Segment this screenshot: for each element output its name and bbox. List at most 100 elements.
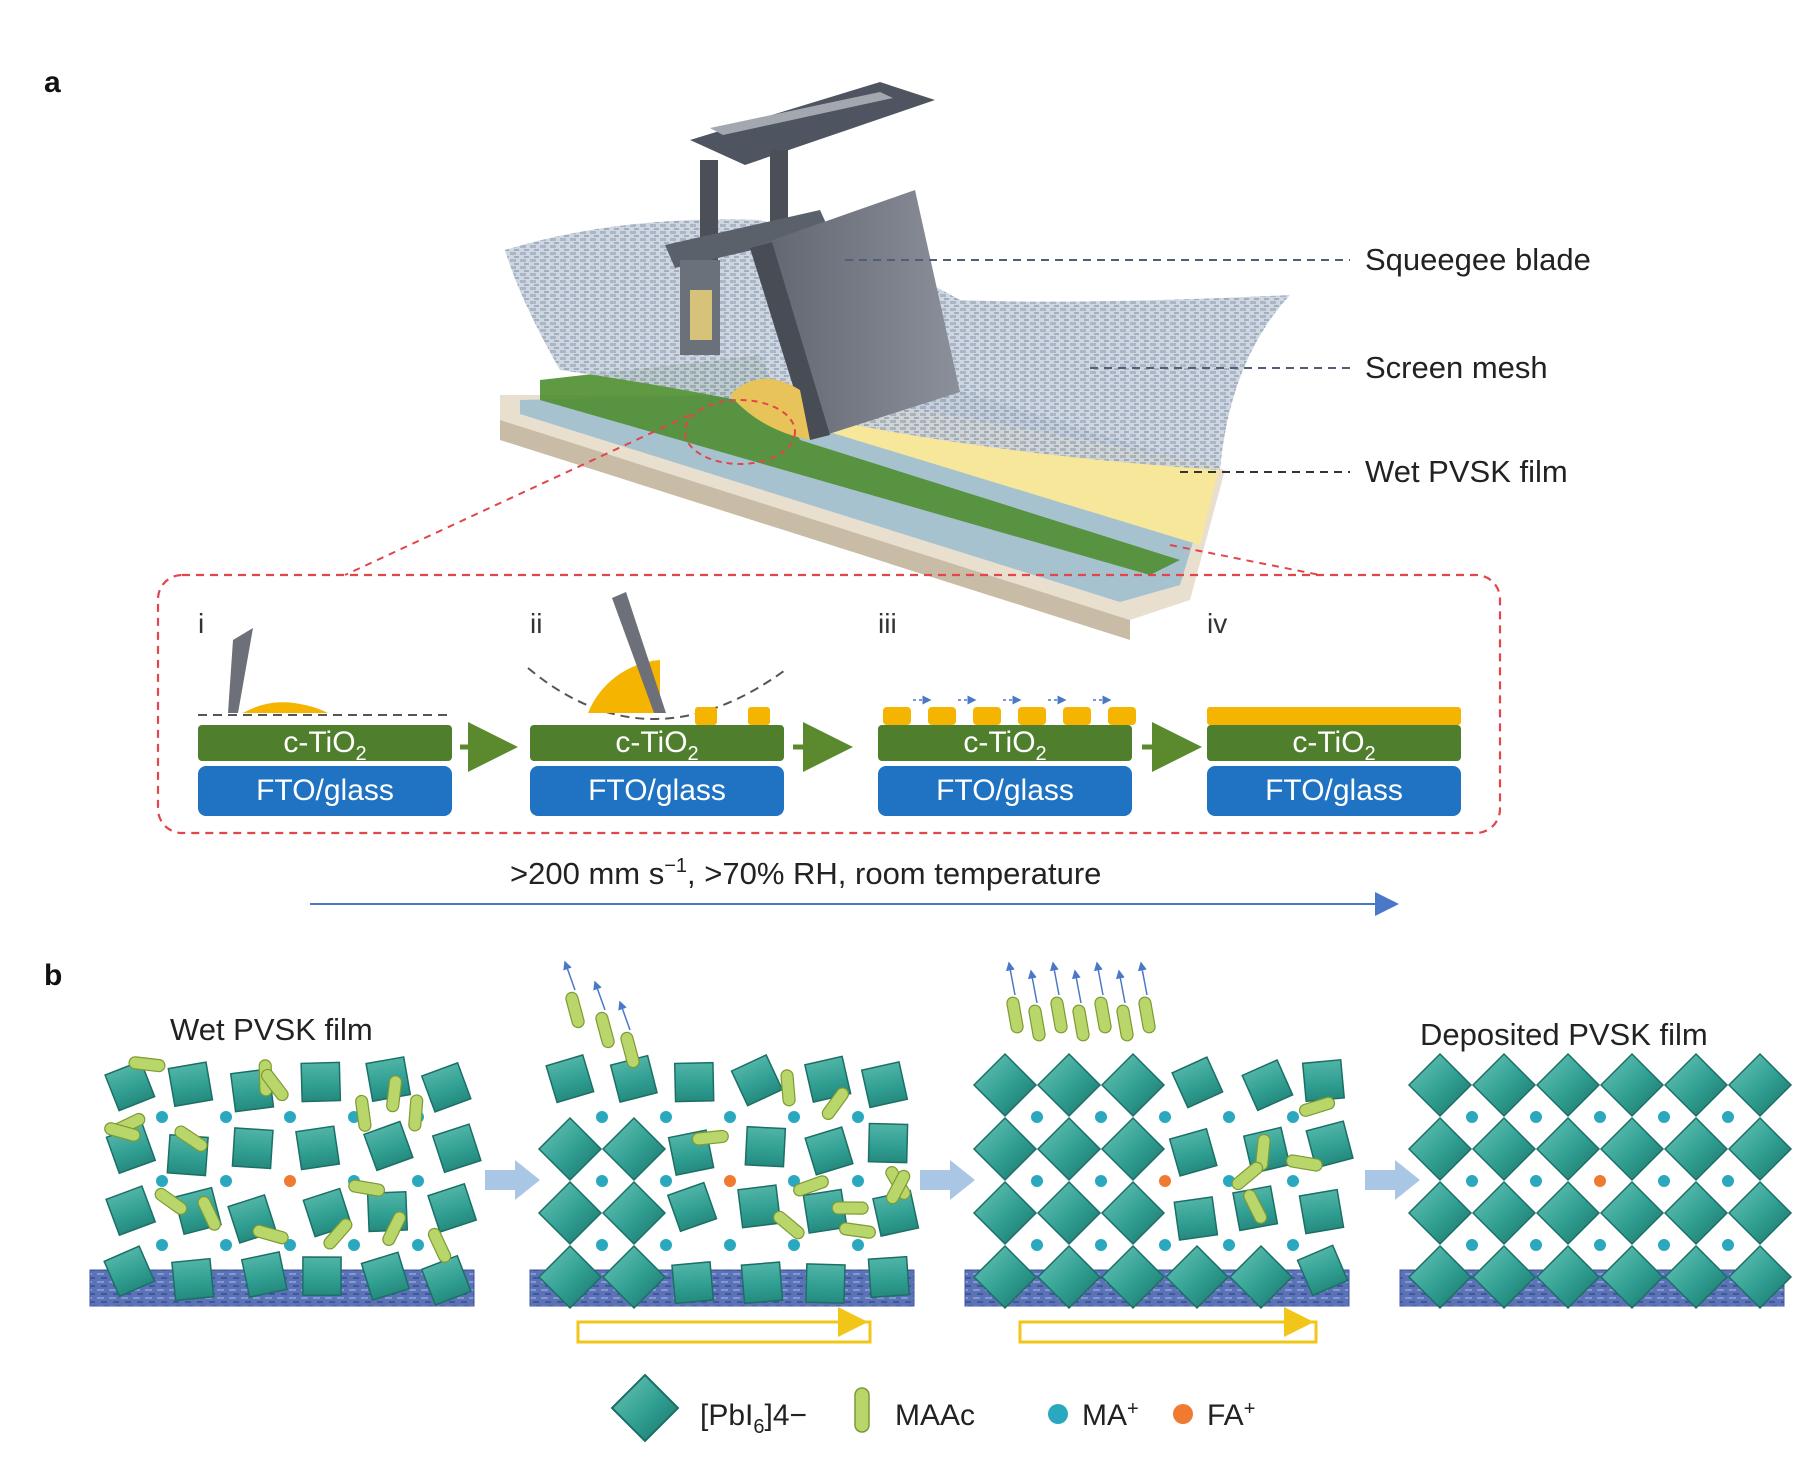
octahedron bbox=[1663, 1052, 1729, 1118]
maac-molecule bbox=[104, 1122, 141, 1142]
ma-ion bbox=[1287, 1111, 1299, 1123]
fto-label: FTO/glass bbox=[256, 774, 394, 807]
ink-island bbox=[1063, 707, 1091, 725]
maac-molecule bbox=[595, 1011, 615, 1049]
substrate-edge bbox=[500, 420, 1130, 640]
ma-ion bbox=[1594, 1239, 1606, 1251]
process-steps: ic-TiO2FTO/glassiic-TiO2FTO/glassiiic-Ti… bbox=[198, 592, 1461, 816]
octahedron bbox=[1036, 1180, 1102, 1246]
maac-molecule bbox=[386, 1075, 403, 1113]
ma-ion bbox=[660, 1239, 672, 1251]
ma-ion bbox=[220, 1239, 232, 1251]
octahedron bbox=[537, 1180, 603, 1246]
octahedron bbox=[167, 1061, 214, 1108]
maac-legend-label: MAAc bbox=[895, 1399, 975, 1432]
stage-4 bbox=[1399, 1052, 1793, 1310]
octahedron-legend-icon bbox=[610, 1373, 680, 1443]
wet-pvsk-film-label: Wet PVSK film bbox=[1365, 454, 1568, 489]
ma-ion bbox=[1530, 1111, 1542, 1123]
octahedron bbox=[1471, 1116, 1537, 1182]
stage-2 bbox=[529, 960, 920, 1310]
evaporation-arrow bbox=[1093, 961, 1104, 996]
stage-arrow-3 bbox=[1365, 1160, 1420, 1200]
ctio2-label: c-TiO2 bbox=[1292, 726, 1375, 765]
ma-ion bbox=[724, 1111, 736, 1123]
ma-ion bbox=[1722, 1175, 1734, 1187]
octahedron bbox=[1407, 1052, 1473, 1118]
octahedron bbox=[601, 1116, 667, 1182]
octahedron bbox=[1727, 1180, 1793, 1246]
maac-molecule bbox=[408, 1094, 424, 1132]
ma-ion bbox=[788, 1111, 800, 1123]
step-number: iv bbox=[1207, 608, 1227, 639]
octahedron bbox=[240, 1251, 288, 1299]
octahedron bbox=[1298, 1188, 1345, 1235]
ink-island bbox=[928, 707, 956, 725]
octahedron bbox=[1296, 1244, 1349, 1297]
process-detail-frame bbox=[156, 573, 1502, 835]
ma-ion bbox=[852, 1239, 864, 1251]
octahedron bbox=[420, 1061, 472, 1113]
octahedron bbox=[171, 1257, 215, 1302]
stage-3 bbox=[964, 961, 1354, 1310]
octahedron bbox=[1171, 1056, 1224, 1109]
ma-ion bbox=[1530, 1175, 1542, 1187]
ma-ion bbox=[156, 1111, 168, 1123]
ma-ion bbox=[1095, 1111, 1107, 1123]
octahedron bbox=[1100, 1116, 1166, 1182]
octahedron bbox=[972, 1244, 1038, 1310]
ma-ion bbox=[852, 1175, 864, 1187]
screen-mesh-label: Screen mesh bbox=[1365, 350, 1548, 385]
ma-ion bbox=[412, 1239, 424, 1251]
ctio2-layer bbox=[1207, 725, 1461, 761]
ma-ion bbox=[1287, 1239, 1299, 1251]
ctio2-label: c-TiO2 bbox=[615, 726, 698, 765]
ctio2-layer bbox=[198, 725, 452, 761]
maac-molecule bbox=[355, 1094, 372, 1132]
octahedron bbox=[537, 1116, 603, 1182]
octahedron bbox=[1471, 1052, 1537, 1118]
ma-ion bbox=[412, 1175, 424, 1187]
deflected-screen-line bbox=[527, 667, 789, 720]
ma-ion bbox=[1722, 1111, 1734, 1123]
fto-layer bbox=[530, 766, 784, 816]
maac-molecule bbox=[1243, 1189, 1268, 1224]
ma-ion bbox=[348, 1239, 360, 1251]
maac-molecule bbox=[154, 1187, 188, 1215]
octahedron-legend-label: [PbI6]4− bbox=[700, 1399, 807, 1438]
octahedron bbox=[1663, 1116, 1729, 1182]
octahedron bbox=[420, 1254, 472, 1307]
evaporation-arrow bbox=[1115, 969, 1126, 1004]
ma-ion bbox=[1594, 1111, 1606, 1123]
octahedron bbox=[671, 1261, 715, 1305]
octahedron bbox=[1228, 1244, 1294, 1310]
ma-ion bbox=[220, 1175, 232, 1187]
octahedron bbox=[1599, 1116, 1665, 1182]
ink-island bbox=[973, 707, 1001, 725]
maac-molecule bbox=[885, 1169, 911, 1205]
fa-legend-icon bbox=[1173, 1404, 1193, 1424]
maac-molecule bbox=[348, 1179, 386, 1197]
maac-molecule bbox=[1298, 1096, 1336, 1117]
ink-island bbox=[1108, 707, 1136, 725]
octahedron bbox=[867, 1255, 910, 1299]
evaporation-arrow bbox=[1049, 961, 1060, 996]
evaporation-arrow bbox=[1137, 961, 1148, 996]
ma-ion bbox=[156, 1175, 168, 1187]
fto-label: FTO/glass bbox=[1265, 774, 1403, 807]
maac-molecule bbox=[197, 1195, 221, 1231]
evaporation-arrow bbox=[1071, 969, 1082, 1004]
ma-ion bbox=[1095, 1239, 1107, 1251]
ma-ion bbox=[1287, 1175, 1299, 1187]
fa-ion bbox=[284, 1175, 296, 1187]
octahedron bbox=[1599, 1244, 1665, 1310]
octahedron bbox=[1164, 1244, 1230, 1310]
octahedron bbox=[1599, 1052, 1665, 1118]
evaporation-arrow bbox=[1005, 961, 1016, 996]
maac-molecule bbox=[1094, 996, 1112, 1034]
ma-ion bbox=[1658, 1239, 1670, 1251]
octahedron bbox=[1100, 1244, 1166, 1310]
fa-ion bbox=[724, 1175, 736, 1187]
evaporation-arrow bbox=[563, 960, 576, 991]
ma-ion bbox=[1466, 1111, 1478, 1123]
